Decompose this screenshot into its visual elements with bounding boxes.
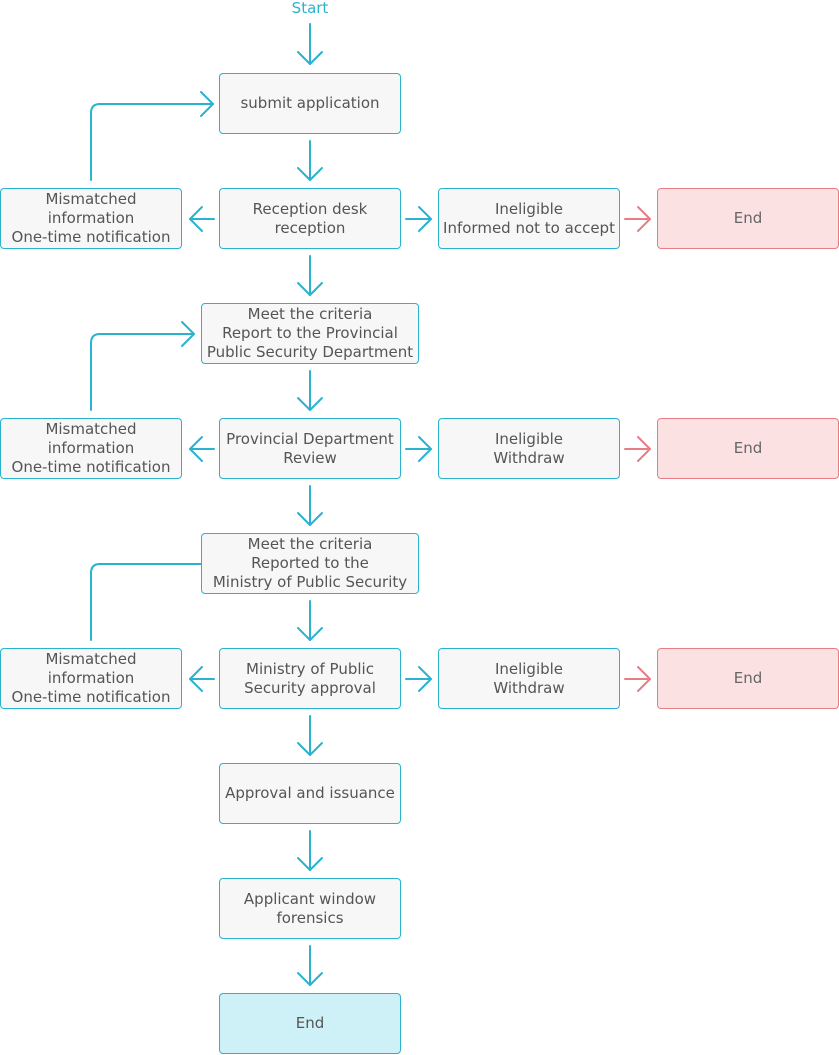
arrow-approval-to-ineligible-3 bbox=[405, 666, 432, 692]
mismatch-arrows bbox=[189, 206, 215, 692]
arrow-start-to-submit bbox=[297, 23, 323, 65]
end-node-3: End bbox=[657, 648, 839, 709]
ministry-approval-node: Ministry of Public Security approval bbox=[219, 648, 401, 709]
arrow-approval-to-mismatch-3 bbox=[189, 666, 215, 692]
ineligible-node-2: Ineligible Withdraw bbox=[438, 418, 620, 479]
report-ministry-node: Meet the criteria Reported to the Minist… bbox=[201, 533, 419, 594]
applicant-forensics-node: Applicant window forensics bbox=[219, 878, 401, 939]
ineligible-node-1: Ineligible Informed not to accept bbox=[438, 188, 620, 249]
arrow-report-ministry-to-approval bbox=[297, 600, 323, 641]
arrow-forensics-to-end bbox=[297, 945, 323, 986]
arrow-reception-to-report-provincial bbox=[297, 255, 323, 296]
arrow-reception-to-ineligible-1 bbox=[405, 206, 432, 232]
main-flow-arrows bbox=[297, 23, 323, 986]
arrow-report-provincial-to-review bbox=[297, 370, 323, 411]
loop-mismatch-3-to-report-ministry bbox=[90, 563, 202, 641]
end-node-1: End bbox=[657, 188, 839, 249]
reception-desk-node: Reception desk reception bbox=[219, 188, 401, 249]
approval-issuance-node: Approval and issuance bbox=[219, 763, 401, 824]
arrow-approval-to-issuance bbox=[297, 715, 323, 756]
arrow-ineligible-3-to-end-3 bbox=[624, 666, 651, 692]
mismatch-notification-node-2: Mismatched information One-time notifica… bbox=[0, 418, 182, 479]
arrow-submit-to-reception bbox=[297, 140, 323, 181]
reject-arrows bbox=[624, 206, 651, 692]
loop-mismatch-2-to-report-provincial bbox=[90, 321, 195, 411]
arrow-review-to-ineligible-2 bbox=[405, 436, 432, 462]
submit-application-node: submit application bbox=[219, 73, 401, 134]
mismatch-notification-node-3: Mismatched information One-time notifica… bbox=[0, 648, 182, 709]
provincial-review-node: Provincial Department Review bbox=[219, 418, 401, 479]
end-node-2: End bbox=[657, 418, 839, 479]
ineligible-arrows bbox=[405, 206, 432, 692]
feedback-loops bbox=[90, 91, 214, 641]
arrow-ineligible-2-to-end-2 bbox=[624, 436, 651, 462]
arrow-reception-to-mismatch-1 bbox=[189, 206, 215, 232]
arrow-review-to-mismatch-2 bbox=[189, 436, 215, 462]
final-end-node: End bbox=[219, 993, 401, 1054]
mismatch-notification-node-1: Mismatched information One-time notifica… bbox=[0, 188, 182, 249]
report-provincial-node: Meet the criteria Report to the Provinci… bbox=[201, 303, 419, 364]
ineligible-node-3: Ineligible Withdraw bbox=[438, 648, 620, 709]
arrow-ineligible-1-to-end-1 bbox=[624, 206, 651, 232]
loop-mismatch-1-to-submit bbox=[90, 91, 214, 181]
start-label: Start bbox=[291, 0, 329, 17]
arrow-issuance-to-forensics bbox=[297, 830, 323, 871]
arrow-review-to-report-ministry bbox=[297, 485, 323, 526]
